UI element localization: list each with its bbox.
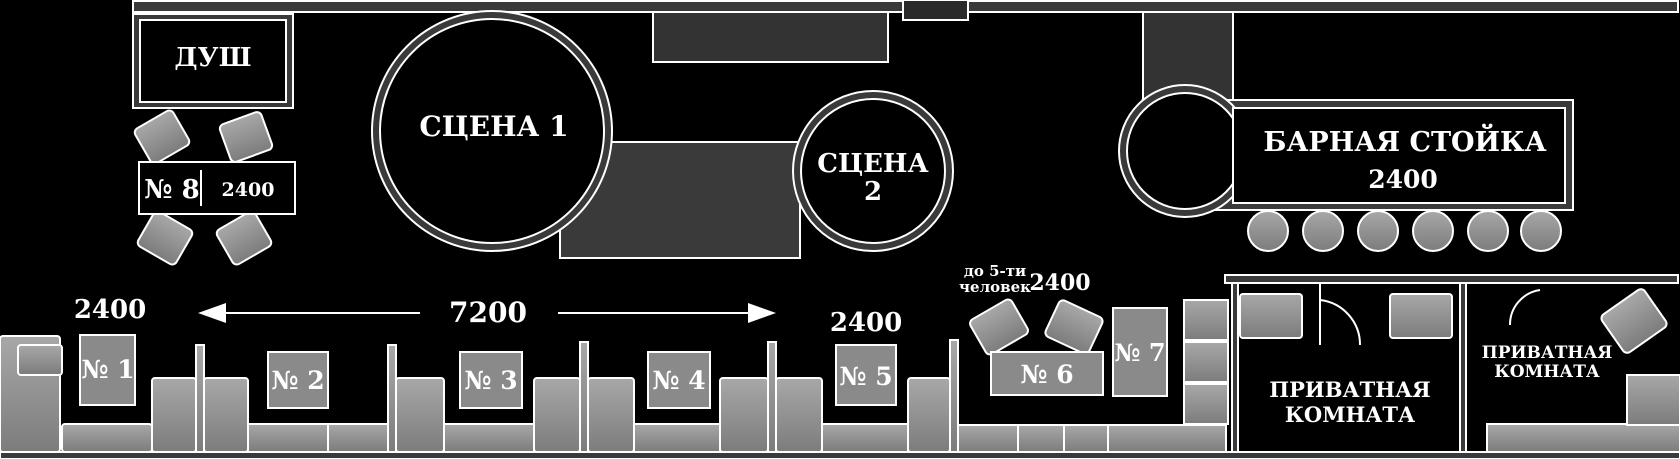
stage-1-label: СЦЕНА 1	[419, 110, 568, 143]
table-3[interactable]: № 3	[459, 351, 523, 409]
stage-2: СЦЕНА 2	[792, 90, 954, 252]
private-room-1-line1: ПРИВАТНАЯ	[1269, 377, 1430, 402]
bar-label-line1: БАРНАЯ СТОЙКА	[1263, 123, 1546, 158]
shower-label: ДУШ	[174, 43, 251, 73]
table-1-label: № 1	[81, 355, 134, 384]
private-room-1-line2: КОМНАТА	[1285, 402, 1415, 427]
price-table-6: 2400	[1029, 270, 1090, 296]
armchairs-table-6	[969, 298, 1104, 356]
table-2[interactable]: № 2	[267, 351, 329, 409]
price-table-1: 2400	[74, 295, 146, 325]
table-5-label: № 5	[839, 362, 892, 391]
table-2-label: № 2	[271, 366, 324, 395]
table-1[interactable]: № 1	[79, 334, 136, 406]
capacity-line1: до 5-ти	[964, 262, 1026, 280]
price-table-5: 2400	[830, 308, 902, 338]
shower-area: ДУШ	[132, 13, 294, 109]
table-7[interactable]: № 7	[1112, 307, 1168, 397]
stage-2-label-line2: 2	[864, 177, 882, 207]
bar-stools	[1247, 210, 1562, 252]
private-room-2-line2: КОМНАТА	[1494, 362, 1600, 382]
stage-1: СЦЕНА 1	[371, 10, 613, 252]
span-value: 7200	[449, 296, 527, 329]
armchairs-table-8	[133, 109, 274, 266]
table-8[interactable]: № 8 2400	[138, 161, 296, 215]
bar-label-line2: 2400	[1368, 165, 1438, 194]
stage-2-label-line1: СЦЕНА	[817, 149, 928, 179]
table-4-label: № 4	[652, 366, 705, 395]
capacity-line2: человек	[959, 278, 1031, 296]
sofa-table-7	[1183, 299, 1229, 425]
table-6[interactable]: № 6	[990, 351, 1104, 396]
table-6-label: № 6	[1020, 360, 1073, 389]
private-room-2: ПРИВАТНАЯ КОМНАТА	[1482, 288, 1680, 453]
bar-counter: БАРНАЯ СТОЙКА 2400	[1118, 84, 1574, 252]
private-room-1: ПРИВАТНАЯ КОМНАТА	[1239, 283, 1453, 427]
private-room-2-line1: ПРИВАТНАЯ	[1482, 343, 1613, 363]
table-3-label: № 3	[464, 366, 517, 395]
table-8-label: № 8	[144, 175, 199, 205]
table-7-label: № 7	[1114, 338, 1165, 367]
table-5[interactable]: № 5	[835, 344, 897, 406]
table-4[interactable]: № 4	[647, 351, 711, 409]
table-8-price: 2400	[222, 179, 275, 201]
span-dimension: 7200	[198, 296, 776, 329]
